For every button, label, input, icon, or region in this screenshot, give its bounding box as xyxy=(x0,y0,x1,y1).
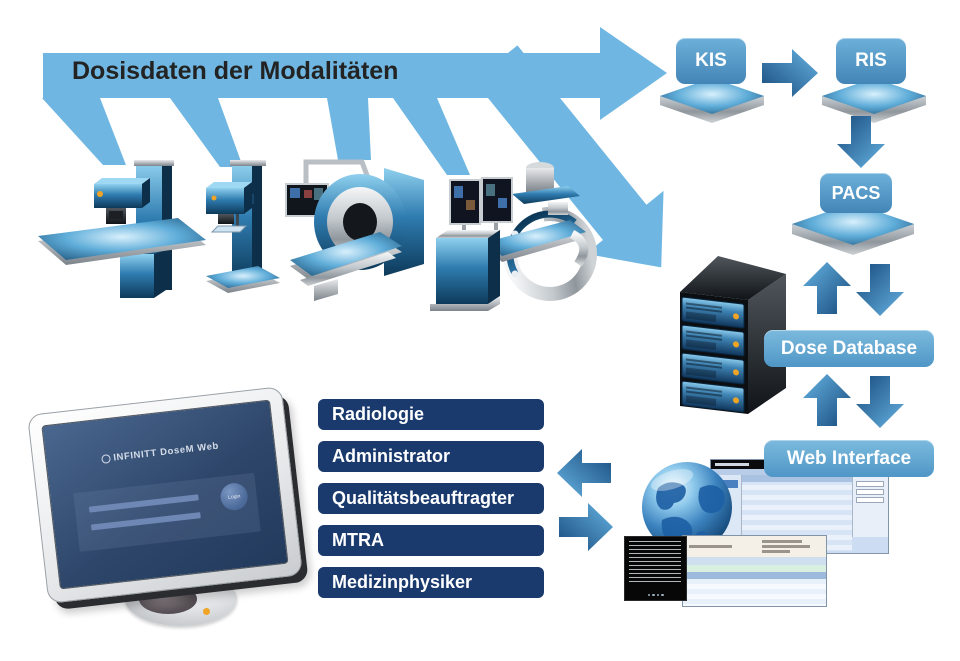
pager-dot xyxy=(656,593,659,596)
arrow-pacs-to-db-down xyxy=(856,264,904,316)
app-title: INFINITT DoseM Web xyxy=(46,435,274,472)
pacs-platform xyxy=(792,203,914,255)
angiography-c-arm-icon xyxy=(430,162,597,311)
web-app-screenshot-dose-report xyxy=(682,535,827,607)
arrow-wi-to-db-up xyxy=(803,374,851,426)
arrow-to-dose-server xyxy=(473,45,664,268)
screenshot-input xyxy=(856,489,884,495)
monitor-frame: INFINITT DoseM Web Login xyxy=(27,386,303,604)
workstation-monitor: INFINITT DoseM Web Login xyxy=(25,386,325,654)
arrow-kis-to-ris xyxy=(762,49,818,97)
report-table-band xyxy=(683,557,826,565)
terminal-text-lines xyxy=(629,541,681,585)
role-mtra: MTRA xyxy=(318,525,544,556)
screenshot-logo xyxy=(715,463,749,466)
arrow-web-to-roles-left xyxy=(557,449,611,497)
report-header-line xyxy=(761,540,802,543)
infinitt-logo-icon xyxy=(101,454,111,465)
dose-database-label: Dose Database xyxy=(764,330,934,367)
report-header-line xyxy=(761,545,811,548)
monitor-power-led xyxy=(203,608,210,615)
dose-database-server-icon xyxy=(680,256,786,414)
screenshot-input xyxy=(856,497,884,503)
report-highlight-row xyxy=(683,565,826,572)
report-table-header xyxy=(683,572,826,579)
screenshot-input xyxy=(856,481,884,487)
arrow-db-to-pacs-up xyxy=(803,262,851,314)
server-rack-unit xyxy=(681,352,745,385)
ct-scanner-icon xyxy=(285,159,424,301)
pager-dot xyxy=(647,593,650,596)
beam-to-xray-table xyxy=(42,98,126,165)
report-table-rows xyxy=(683,579,826,606)
web-interface-label: Web Interface xyxy=(764,440,934,477)
pacs-node-label: PACS xyxy=(820,173,892,213)
login-screen: INFINITT DoseM Web Login xyxy=(41,399,289,590)
terminal-pager xyxy=(625,593,686,596)
pager-dot xyxy=(661,593,664,596)
server-rack-unit xyxy=(681,324,745,357)
role-radiologie: Radiologie xyxy=(318,399,544,430)
mammography-icon xyxy=(206,160,280,293)
login-button: Login xyxy=(219,482,250,512)
dose-data-flow-arrow xyxy=(42,27,667,268)
role-medizinphysiker: Medizinphysiker xyxy=(318,567,544,598)
report-header xyxy=(683,536,826,557)
arrow-ris-to-pacs xyxy=(837,116,885,168)
flow-arrows xyxy=(557,49,904,551)
beam-to-ct xyxy=(327,98,371,160)
arrow-roles-to-web-right xyxy=(559,503,613,551)
pager-dot xyxy=(652,593,655,596)
server-rack-unit xyxy=(681,380,745,413)
xray-table-icon xyxy=(38,160,206,298)
arrow-db-to-wi-down xyxy=(856,376,904,428)
dose-report-terminal-screenshot xyxy=(624,536,687,601)
role-qualitaetsbeauftragter: Qualitätsbeauftragter xyxy=(318,483,544,514)
kis-platform xyxy=(660,78,764,123)
report-header-line xyxy=(761,550,791,553)
password-field xyxy=(91,512,201,531)
kis-node-label: KIS xyxy=(676,38,746,84)
beam-to-mammography xyxy=(170,98,243,167)
login-panel: Login xyxy=(73,472,261,552)
beam-to-angiography xyxy=(393,98,470,175)
report-header-line xyxy=(688,545,732,548)
user-roles-list: Radiologie Administrator Qualitätsbeauft… xyxy=(318,399,544,598)
ris-platform xyxy=(822,78,926,123)
server-rack-unit xyxy=(681,296,745,329)
screenshot-filter-panel xyxy=(852,475,888,537)
ris-node-label: RIS xyxy=(836,38,906,84)
username-field xyxy=(89,494,199,513)
screenshot-table-header xyxy=(742,475,852,482)
banner-title: Dosisdaten der Modalitäten xyxy=(72,57,399,85)
role-administrator: Administrator xyxy=(318,441,544,472)
